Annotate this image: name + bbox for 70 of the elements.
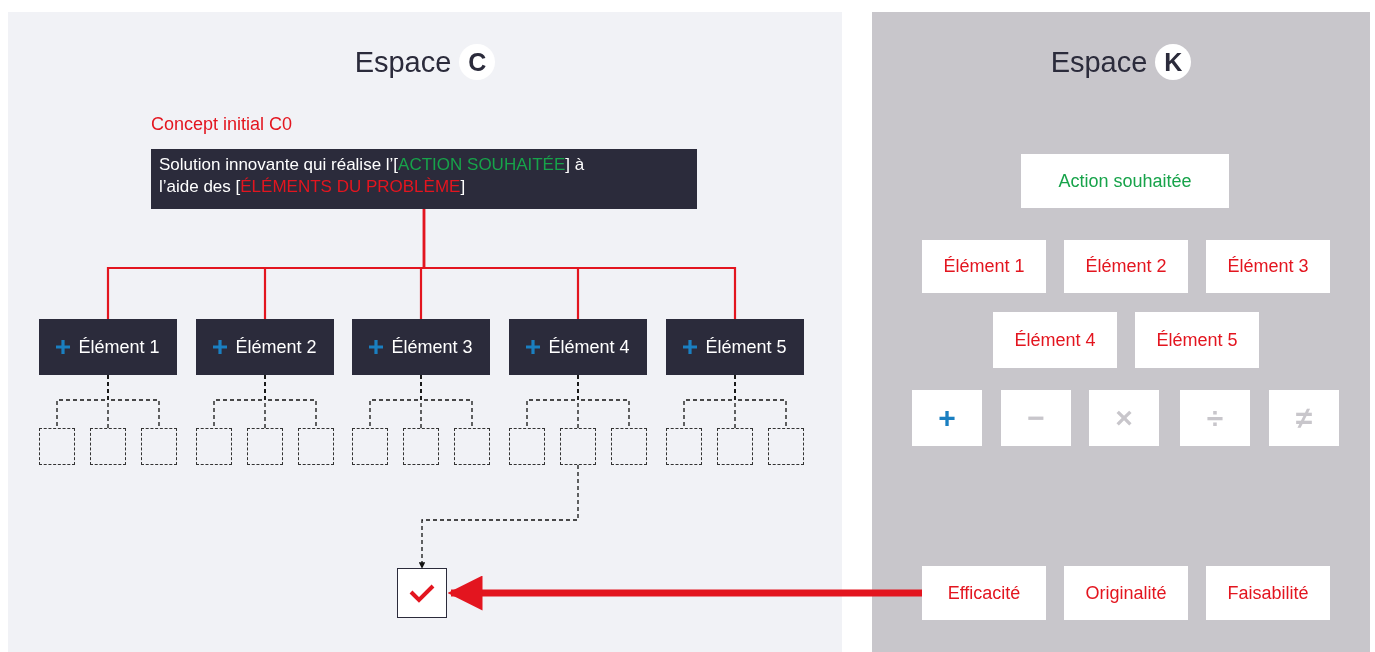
operator-card [1089,390,1159,446]
keyword-card [1064,240,1188,293]
criterion-card [1206,566,1330,620]
card-text: Élément 4 [1014,329,1096,351]
connector-line [577,374,630,429]
card-text: Originalité [1085,582,1167,604]
placeholder-box [403,428,439,465]
connector-line [107,374,160,429]
letter-badge: C [459,44,496,80]
placeholder-box [611,428,647,465]
panel-title: Espace [354,45,452,79]
element-box [196,319,334,375]
placeholder-box [39,428,75,465]
checkbox [397,568,447,618]
element-box [352,319,490,375]
keyword-card [1206,240,1330,293]
keyword-card [922,240,1046,293]
connector-line [264,374,317,429]
element-label: Élément 2 [235,336,317,358]
keyword-card [1021,154,1229,208]
keyword-card [1135,312,1259,368]
criterion-card [1064,566,1188,620]
concept-box: Solution innovante qui réalise l’[ACTION SOUHAITÉE] à l’aide des [ÉLÉMENTS DU PROBLÈME] [151,149,697,209]
operator-card [1001,390,1071,446]
keyword-card [993,312,1117,368]
operator-symbol: × [1115,401,1133,435]
connector-line [422,209,737,319]
panel-title: Espace [1050,45,1148,79]
card-text: Élément 2 [1085,256,1167,277]
connector-line [734,374,787,429]
operator-card [1269,390,1339,446]
card-text: Efficacité [947,582,1021,604]
placeholder-box [90,428,126,465]
card-text: Élément 3 [1227,256,1309,277]
connector-line [420,374,473,429]
placeholder-box [196,428,232,465]
placeholder-box [352,428,388,465]
operator-symbol: − [1027,401,1045,435]
element-label: Élément 1 [78,336,160,358]
panel [872,12,1370,652]
element-box [39,319,177,375]
placeholder-box [141,428,177,465]
element-box [666,319,804,375]
element-box [509,319,647,375]
card-text: Élément 5 [1156,329,1238,351]
letter-badge: K [1155,44,1192,80]
card-text: Action souhaitée [1058,170,1192,192]
operator-card [1180,390,1250,446]
operator-card [912,390,982,446]
operator-symbol: ≠ [1295,401,1313,435]
placeholder-box [247,428,283,465]
placeholder-box [717,428,753,465]
placeholder-box [560,428,596,465]
arrow [447,575,922,611]
card-text: Élément 1 [943,256,1025,277]
placeholder-box [768,428,804,465]
card-text: Faisabilité [1227,582,1309,604]
placeholder-box [454,428,490,465]
element-label: Élément 5 [705,336,787,358]
element-label: Élément 4 [548,336,630,358]
placeholder-box [509,428,545,465]
criterion-card [922,566,1046,620]
arrow [418,464,579,569]
concept-label: Concept initial C0 [151,114,294,136]
placeholder-box [298,428,334,465]
operator-symbol: + [938,401,956,435]
element-label: Élément 3 [391,336,473,358]
panel [8,12,842,652]
operator-symbol: ÷ [1206,401,1224,435]
placeholder-box [666,428,702,465]
